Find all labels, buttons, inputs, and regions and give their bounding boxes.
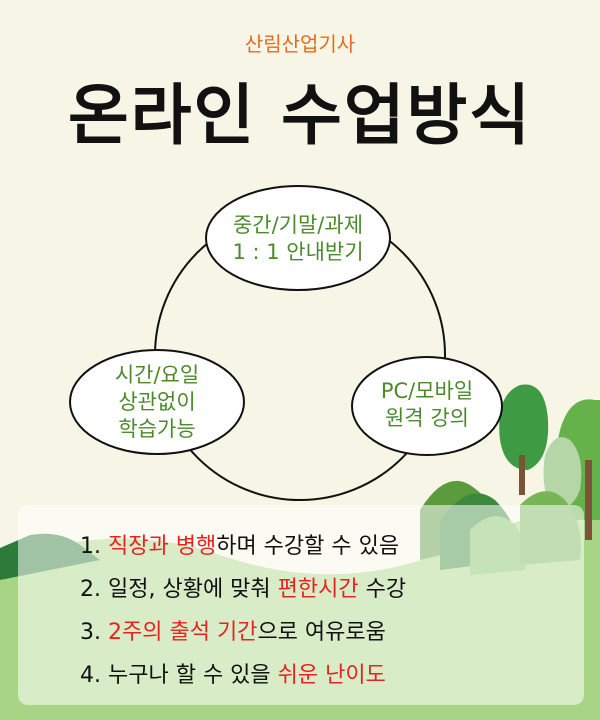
list-item-text: 으로 여유로움 — [257, 620, 386, 645]
list-item-number: 2. — [80, 577, 101, 602]
list-item: 1. 직장과 병행하며 수강할 수 있음 — [80, 528, 399, 560]
list-item-highlight: 직장과 병행 — [108, 534, 217, 559]
bubble-top-line: 중간/기말/과제 — [232, 213, 364, 237]
bubble-left-line: 학습가능 — [118, 417, 196, 441]
list-item-text: 누구나 할 수 있을 — [108, 663, 278, 688]
list-item-highlight: 편한시간 — [277, 577, 359, 602]
list-item-highlight: 2주의 출석 기간 — [108, 620, 258, 645]
list-item: 2. 일정, 상황에 맞춰 편한시간 수강 — [80, 571, 406, 603]
bubble-right-line: PC/모바일 — [380, 379, 474, 403]
list-item-number: 1. — [80, 534, 101, 559]
bubble-left-line: 상관없이 — [118, 390, 196, 414]
page-title: 온라인 수업방식 — [67, 77, 533, 154]
bubble-left-shape — [69, 349, 245, 455]
bubble-top-shape — [205, 185, 391, 291]
bubble-right-line: 원격 강의 — [385, 406, 469, 430]
list-item: 4. 누구나 할 수 있을 쉬운 난이도 — [80, 657, 386, 689]
bubble-left-line: 시간/요일 — [114, 363, 200, 387]
bubble-top-line: 1 : 1 안내받기 — [232, 240, 364, 264]
bubble-left: 시간/요일 상관없이 학습가능 — [70, 362, 244, 443]
list-item: 3. 2주의 출석 기간으로 여유로움 — [80, 614, 386, 646]
list-item-number: 3. — [80, 620, 101, 645]
bubble-right-shape — [351, 356, 503, 456]
list-item-highlight: 쉬운 난이도 — [277, 663, 386, 688]
bubble-top: 중간/기말/과제 1 : 1 안내받기 — [206, 212, 390, 266]
list-item-text: 일정, 상황에 맞춰 — [108, 577, 278, 602]
list-panel — [18, 505, 584, 705]
list-item-number: 4. — [80, 663, 101, 688]
list-item-text: 수강 — [358, 577, 407, 602]
list-item-text: 하며 수강할 수 있음 — [216, 534, 400, 559]
bubble-right: PC/모바일 원격 강의 — [352, 378, 502, 432]
subtitle: 산림산업기사 — [244, 32, 356, 56]
